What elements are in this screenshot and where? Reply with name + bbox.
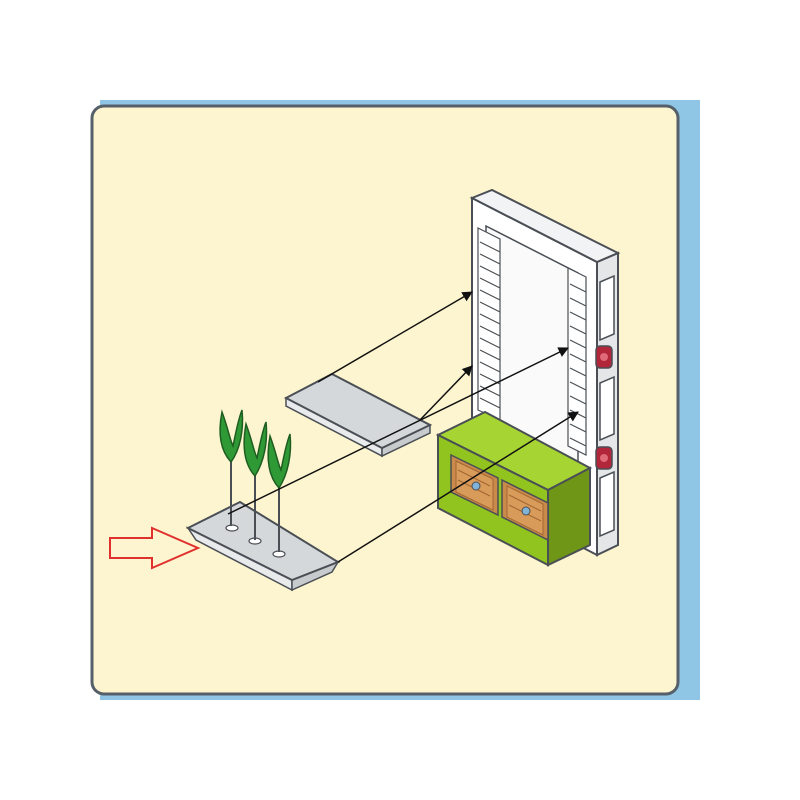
left-slot-rail	[477, 227, 501, 421]
connector-peg-icon	[595, 446, 613, 470]
knob-icon	[471, 481, 481, 491]
connector-peg-icon	[595, 345, 613, 369]
plant-icon	[267, 433, 292, 552]
right-slot-rail	[567, 267, 587, 456]
assembly-arrows	[227, 291, 579, 563]
arrow-icon	[227, 347, 569, 515]
arrow-icon	[419, 365, 473, 421]
knob-icon	[521, 506, 531, 516]
plant-icon	[243, 421, 268, 540]
middle-shelf	[283, 372, 433, 458]
hollow-arrow-right-icon	[109, 526, 201, 570]
plant-icon	[219, 409, 244, 526]
arrow-icon	[337, 411, 579, 563]
arrow-icon	[317, 291, 473, 383]
plant-shelf	[185, 500, 341, 592]
drawer-right	[501, 478, 549, 542]
